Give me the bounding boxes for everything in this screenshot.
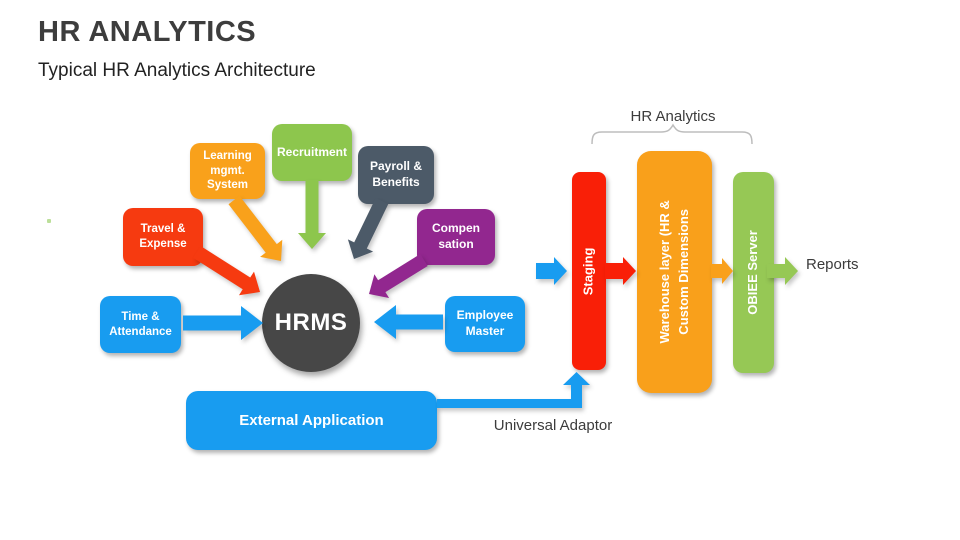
obiee-label-wrap: OBIEE Server bbox=[733, 172, 774, 373]
slide-title: HR ANALYTICS bbox=[38, 16, 257, 48]
obiee-server-box: OBIEE Server bbox=[733, 172, 774, 373]
arrow-staging-to-warehouse bbox=[605, 257, 636, 285]
slide-subtitle: Typical HR Analytics Architecture bbox=[38, 60, 316, 81]
box-recruitment: Recruitment bbox=[272, 124, 352, 181]
arrow-travel-to-hrms bbox=[193, 246, 260, 296]
arrow-external-to-staging bbox=[437, 372, 590, 408]
box-label-line: mgmt. bbox=[210, 164, 245, 177]
hrms-hub: HRMS bbox=[262, 274, 360, 372]
box-employee-master: Employee Master bbox=[445, 296, 525, 352]
arrow-time-to-hrms bbox=[183, 306, 263, 340]
warehouse-label-line: Warehouse layer (HR & bbox=[656, 200, 672, 344]
box-label-line: Expense bbox=[139, 238, 187, 250]
universal-adaptor-label: Universal Adaptor bbox=[493, 417, 613, 434]
box-label-line: Attendance bbox=[109, 325, 172, 338]
box-label-line: Learning bbox=[203, 149, 252, 162]
arrow-learning-to-hrms bbox=[228, 195, 283, 261]
reports-label: Reports bbox=[806, 256, 859, 273]
box-learning-mgmt-system: Learning mgmt. System bbox=[190, 143, 265, 199]
warehouse-label-wrap: Warehouse layer (HR & Custom Dimensions bbox=[637, 151, 712, 393]
box-time-attendance: Time & Attendance bbox=[100, 296, 181, 353]
staging-label-wrap: Staging bbox=[572, 172, 606, 370]
hr-analytics-group-label: HR Analytics bbox=[630, 108, 716, 125]
box-label-line: Compen bbox=[432, 221, 480, 236]
box-label-line: Travel & bbox=[140, 223, 186, 236]
decorative-dot bbox=[47, 219, 51, 223]
box-label-line: Payroll & bbox=[369, 159, 423, 174]
box-compensation: Compen sation bbox=[417, 209, 495, 265]
arrow-employee-to-hrms bbox=[374, 305, 443, 339]
box-payroll-benefits: Payroll & Benefits bbox=[358, 146, 434, 204]
arrow-hrms-to-staging bbox=[536, 257, 567, 285]
box-travel-expense: Travel & Expense bbox=[123, 208, 203, 266]
obiee-server-label: OBIEE Server bbox=[745, 230, 761, 315]
box-label: External Application bbox=[239, 411, 384, 429]
arrow-recruitment-to-hrms bbox=[298, 180, 326, 249]
warehouse-box: Warehouse layer (HR & Custom Dimensions bbox=[637, 151, 712, 393]
box-label-line: sation bbox=[438, 237, 474, 251]
box-label: Recruitment bbox=[276, 144, 347, 159]
staging-label: Staging bbox=[580, 247, 596, 295]
box-label-line: Time & bbox=[121, 310, 160, 323]
box-label-line: Employee bbox=[456, 308, 514, 323]
arrow-payroll-to-hrms bbox=[347, 198, 389, 259]
warehouse-label-line: Custom Dimensions bbox=[675, 209, 691, 335]
arrow-warehouse-to-obiee bbox=[711, 258, 733, 284]
group-brace-icon bbox=[591, 123, 753, 145]
warehouse-label: Warehouse layer (HR & Custom Dimensions bbox=[656, 200, 694, 343]
box-label-line: Benefits bbox=[372, 175, 420, 189]
box-external-application: External Application bbox=[186, 391, 437, 450]
box-label-line: Master bbox=[465, 324, 505, 338]
staging-box: Staging bbox=[572, 172, 606, 370]
hub-label: HRMS bbox=[274, 309, 348, 336]
box-label-line: System bbox=[207, 179, 248, 192]
